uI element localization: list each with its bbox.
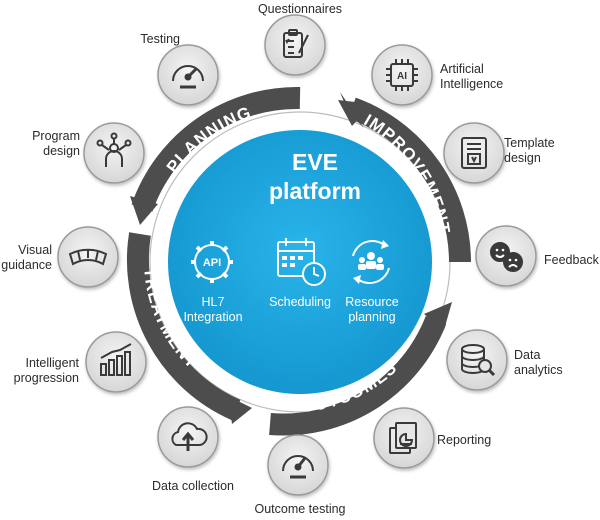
treatment-arrowhead bbox=[228, 396, 252, 424]
ai-chip-icon: AI bbox=[386, 59, 418, 91]
planning-arrowhead bbox=[130, 196, 158, 225]
speedometer-icon bbox=[172, 65, 204, 89]
people-cycle-icon bbox=[352, 239, 390, 285]
improvement-arc bbox=[348, 97, 471, 263]
label-reporting: Reporting bbox=[437, 433, 492, 447]
node-visual bbox=[57, 226, 119, 288]
node-program bbox=[83, 122, 145, 184]
node-outcome-testing bbox=[267, 434, 329, 496]
core-label-scheduling: Scheduling bbox=[269, 295, 331, 309]
node-data-collection bbox=[157, 406, 219, 468]
center-title-line1: EVE bbox=[291, 149, 339, 175]
label-testing: Testing bbox=[140, 32, 180, 46]
label-data-collection: Data collection bbox=[152, 479, 234, 493]
outcomes-arc bbox=[269, 315, 447, 436]
planning-arc bbox=[131, 86, 301, 212]
outcomes-arrowhead bbox=[424, 302, 452, 330]
visual-meter-icon bbox=[68, 248, 108, 266]
stage-arcs bbox=[127, 86, 471, 436]
node-circle bbox=[371, 44, 433, 106]
clipboard-pen-icon bbox=[283, 29, 309, 58]
nodes: AI bbox=[57, 14, 537, 496]
gauge-icon bbox=[282, 455, 314, 479]
node-circle bbox=[264, 14, 326, 76]
node-ai: AI bbox=[371, 44, 433, 106]
label-questionnaires: Questionnaires bbox=[257, 2, 343, 16]
node-analytics bbox=[446, 329, 508, 391]
report-chart-icon bbox=[389, 422, 417, 454]
api-gear-icon: API bbox=[191, 241, 233, 283]
calendar-clock-icon bbox=[277, 238, 326, 286]
center-circle bbox=[168, 130, 432, 394]
label-outcome-testing: Outcome testing bbox=[254, 502, 346, 516]
node-template bbox=[443, 122, 505, 184]
label-feedback: Feedback bbox=[544, 253, 599, 267]
cloud-upload-icon bbox=[171, 422, 208, 451]
person-network-icon bbox=[96, 132, 132, 167]
node-reporting bbox=[373, 407, 435, 469]
node-questionnaires bbox=[264, 14, 326, 76]
node-testing bbox=[157, 44, 219, 106]
node-progression bbox=[85, 331, 147, 393]
database-search-icon bbox=[461, 344, 496, 377]
template-document-icon bbox=[461, 137, 487, 169]
center-title-line2: platform bbox=[269, 178, 361, 204]
svg-text:API: API bbox=[203, 257, 221, 269]
svg-text:AI: AI bbox=[397, 71, 407, 82]
treatment-arc bbox=[127, 232, 241, 421]
node-feedback bbox=[475, 225, 537, 287]
core-icons: API bbox=[191, 238, 390, 286]
bar-growth-icon bbox=[100, 343, 132, 376]
happy-sad-faces-icon bbox=[490, 242, 523, 272]
improvement-arrowhead bbox=[338, 100, 372, 126]
